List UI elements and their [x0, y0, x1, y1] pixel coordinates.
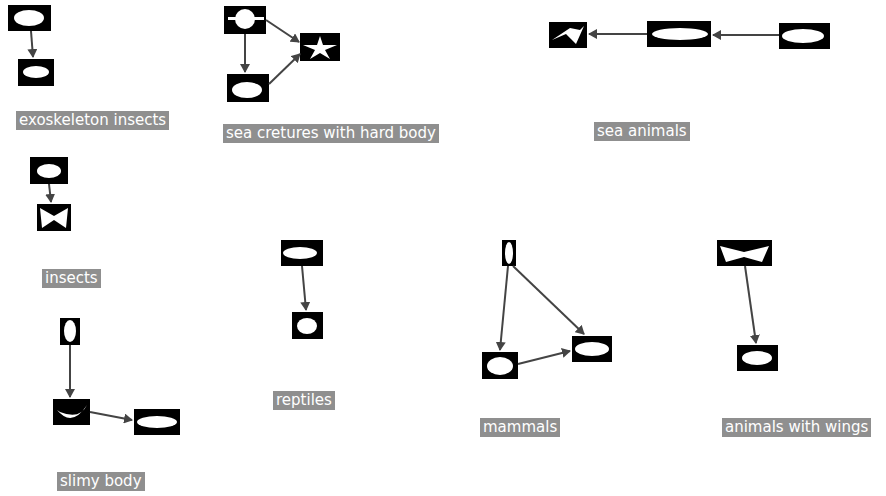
category-label: mammals — [480, 418, 560, 437]
category-label: exoskeleton insects — [16, 111, 169, 130]
label-text: reptiles — [276, 391, 332, 409]
category-label: slimy body — [57, 472, 145, 491]
label-text: sea animals — [597, 122, 687, 140]
label-text: slimy body — [60, 472, 142, 490]
label-text: sea cretures with hard body — [226, 124, 436, 142]
label-text: animals with wings — [725, 418, 868, 436]
label-text: exoskeleton insects — [19, 111, 166, 129]
label-text: mammals — [483, 418, 557, 436]
category-label: insects — [42, 269, 101, 288]
label-text: insects — [45, 269, 98, 287]
category-label: sea animals — [594, 122, 690, 141]
category-label: reptiles — [273, 391, 335, 410]
category-label: animals with wings — [722, 418, 871, 437]
category-label: sea cretures with hard body — [223, 124, 439, 143]
